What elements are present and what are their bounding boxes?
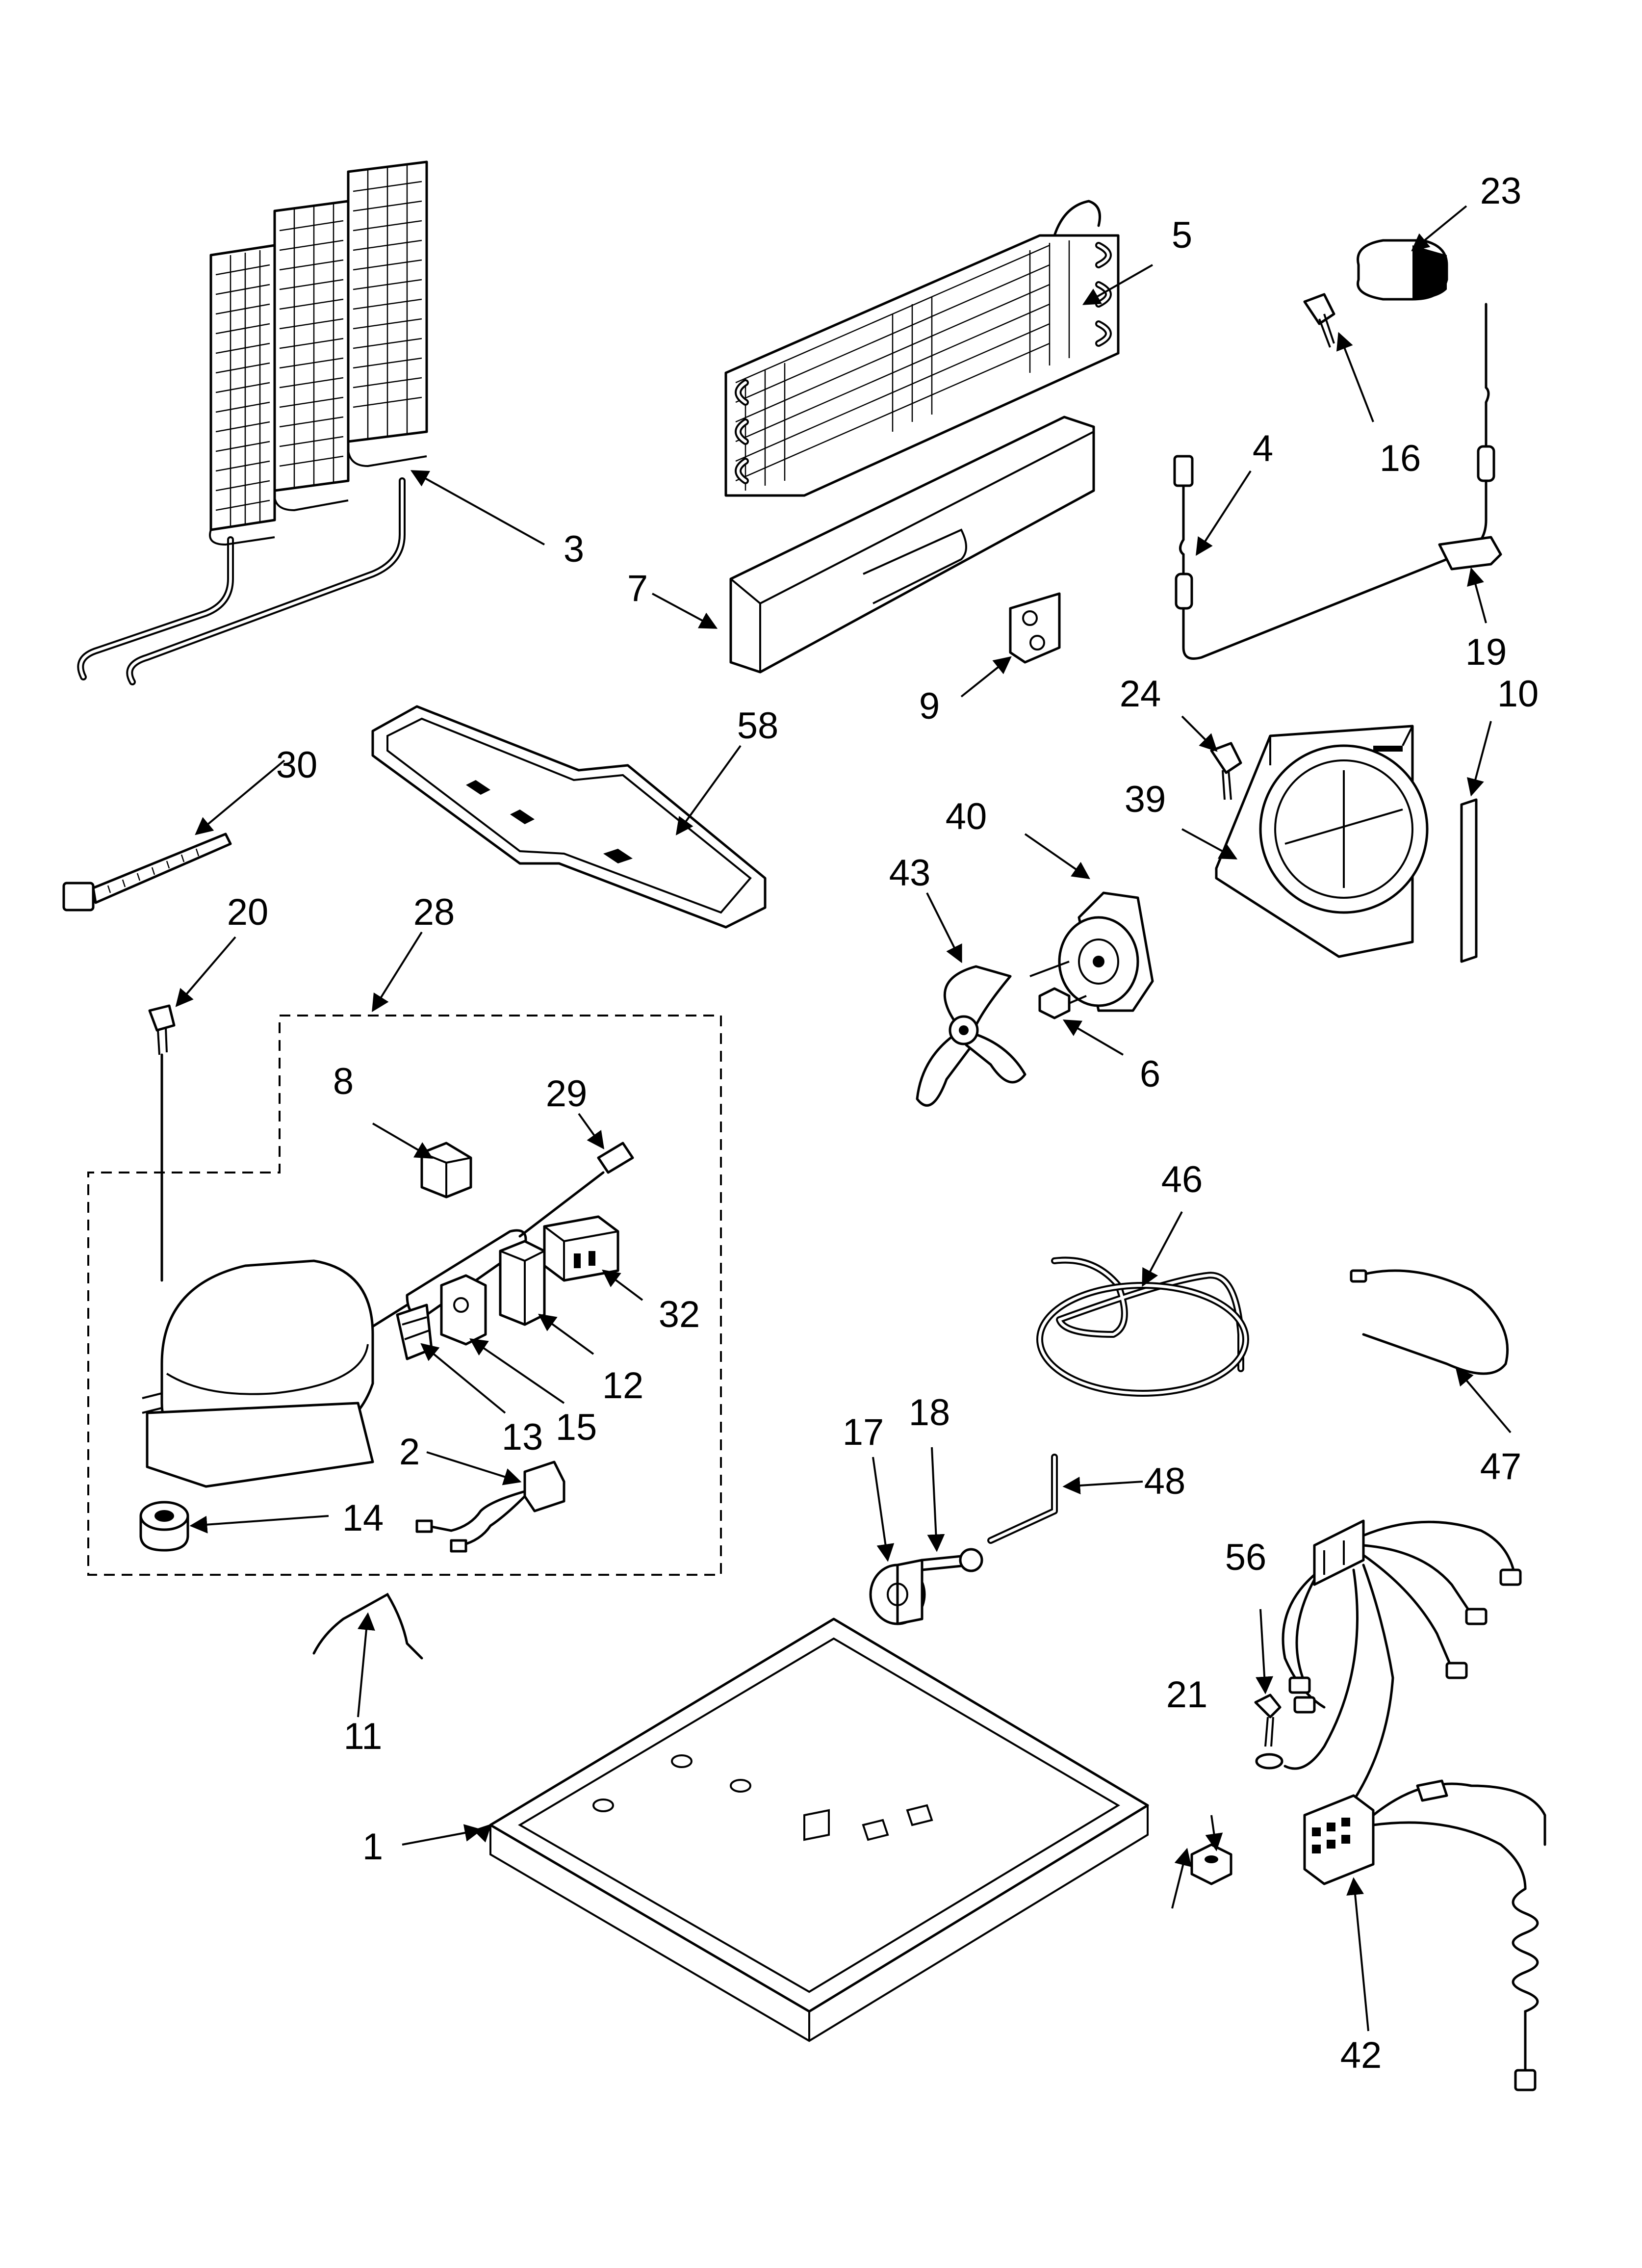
condenser-part-3 (77, 160, 428, 685)
overload-part-12 (499, 1240, 546, 1326)
callout-3: 3 (564, 528, 584, 570)
callout-20: 20 (227, 891, 269, 933)
screw-part-16 (1303, 293, 1335, 348)
callout-13: 13 (502, 1416, 543, 1458)
screw-part-56 (1254, 1694, 1283, 1770)
callout-23: 23 (1480, 170, 1522, 212)
callout-43: 43 (889, 852, 931, 894)
callout-18: 18 (909, 1392, 950, 1434)
callout-21: 21 (1166, 1674, 1208, 1716)
callout-17: 17 (843, 1411, 884, 1453)
drain-pan-part-58 (371, 705, 767, 929)
clip-part-19 (1438, 536, 1502, 571)
callout-24: 24 (1120, 673, 1161, 715)
fan-shroud-part-39 (1215, 725, 1429, 958)
callout-8: 8 (333, 1061, 354, 1102)
cable-tie-part-30 (62, 833, 232, 912)
callout-30: 30 (276, 744, 318, 786)
callout-11: 11 (344, 1716, 383, 1757)
callout-46: 46 (1161, 1159, 1203, 1200)
callout-12: 12 (602, 1365, 644, 1407)
terminal-cover-part-13 (396, 1303, 433, 1360)
callout-58: 58 (737, 705, 779, 747)
tube-part-46 (1036, 1256, 1249, 1397)
drain-trough-part-7 (729, 416, 1095, 674)
callout-4: 4 (1253, 428, 1273, 469)
callout-47: 47 (1480, 1446, 1522, 1487)
drain-tube-part-48 (987, 1454, 1058, 1544)
callout-10: 10 (1497, 673, 1539, 715)
callout-42: 42 (1340, 2034, 1382, 2076)
callout-32: 32 (659, 1294, 700, 1335)
callout-56: 56 (1225, 1537, 1267, 1578)
leader-lines (175, 205, 1512, 2032)
callout-29: 29 (546, 1073, 588, 1115)
capacitor-part-32 (543, 1215, 619, 1282)
nut-part-21 (1190, 1843, 1232, 1885)
cap-part-23 (1357, 239, 1448, 301)
pin-part-18 (921, 1548, 983, 1572)
callout-28: 28 (413, 891, 455, 933)
callout-1: 1 (362, 1826, 383, 1868)
callout-2: 2 (399, 1431, 420, 1473)
roller-part-17 (869, 1559, 926, 1625)
wire-harness-part-2 (415, 1460, 565, 1553)
callout-7: 7 (627, 568, 648, 609)
callout-15: 15 (556, 1407, 597, 1448)
fan-blade-part-43 (916, 965, 1026, 1107)
nut-part-6 (1038, 987, 1087, 1019)
callout-labels: 3 5 7 9 23 16 4 19 10 24 39 40 43 6 58 3… (227, 170, 1539, 2076)
callout-19: 19 (1465, 631, 1507, 673)
callout-14: 14 (342, 1497, 384, 1539)
main-wire-harness-part-42 (1282, 1519, 1546, 2091)
callout-9: 9 (919, 685, 940, 727)
defrost-thermostat-part-4 (1173, 303, 1495, 660)
strip-part-10 (1460, 798, 1478, 963)
fan-motor-part-40 (1029, 891, 1154, 1012)
callout-16: 16 (1380, 438, 1421, 479)
relay-part-8 (420, 1142, 472, 1199)
callout-48: 48 (1144, 1460, 1186, 1502)
callout-6: 6 (1140, 1053, 1160, 1095)
compressor-kit-group-28 (87, 1015, 722, 1576)
compressor (142, 1259, 374, 1488)
callout-5: 5 (1172, 214, 1192, 256)
clip-part-9 (1009, 592, 1061, 664)
clip-part-11 (312, 1592, 423, 1660)
screw-part-24 (1210, 742, 1242, 800)
callout-40: 40 (946, 796, 987, 837)
callout-39: 39 (1125, 779, 1166, 820)
screw-part-20 (148, 1004, 176, 1055)
start-device-part-15 (440, 1274, 487, 1346)
grommet-part-14 (139, 1501, 189, 1552)
evaporator-part-5 (724, 200, 1120, 497)
base-part-1 (489, 1617, 1149, 2042)
wire-part-47 (1350, 1269, 1509, 1375)
